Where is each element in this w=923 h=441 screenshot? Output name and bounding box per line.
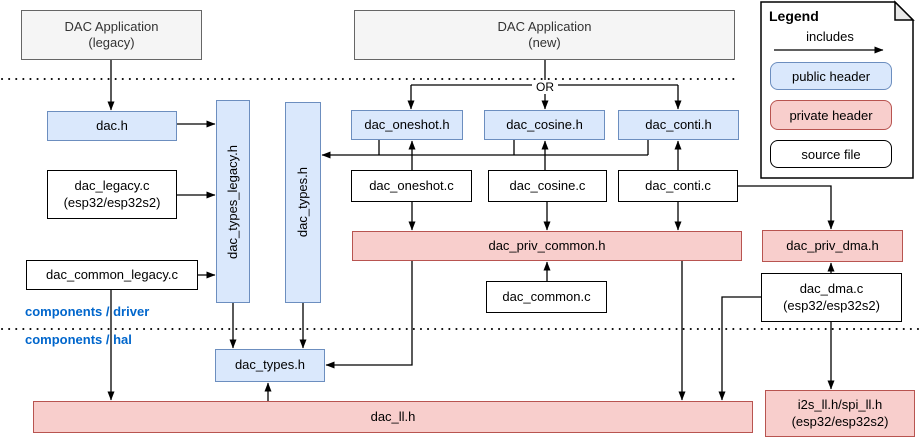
legend-private-header: private header <box>770 100 892 130</box>
node-dac-cosine-c: dac_cosine.c <box>488 170 607 202</box>
node-dac-priv-common-h: dac_priv_common.h <box>352 231 742 261</box>
node-dac-oneshot-h: dac_oneshot.h <box>351 110 463 140</box>
node-dac-dma-c: dac_dma.c(esp32/esp32s2) <box>761 273 902 322</box>
node-dac-ll-h: dac_ll.h <box>33 401 753 433</box>
node-dac-h: dac.h <box>47 111 177 141</box>
legend-includes-label: includes <box>806 29 854 44</box>
or-label: OR <box>532 80 558 94</box>
node-i2s-spi-ll: i2s_ll.h/spi_ll.h(esp32/esp32s2) <box>765 390 915 437</box>
node-dac-types-legacy-h: dac_types_legacy.h <box>216 100 250 303</box>
node-dac-oneshot-c: dac_oneshot.c <box>351 170 472 202</box>
legend-source-file: source file <box>770 140 892 168</box>
node-dac-types-h-hal: dac_types.h <box>215 349 325 382</box>
node-dac-types-h-driver: dac_types.h <box>285 102 321 303</box>
node-dac-priv-dma-h: dac_priv_dma.h <box>762 230 903 262</box>
layer-label-hal: components / hal <box>25 332 132 347</box>
node-dac-common-c: dac_common.c <box>486 281 607 313</box>
node-dac-legacy-c: dac_legacy.c(esp32/esp32s2) <box>47 170 177 219</box>
node-dac-common-legacy-c: dac_common_legacy.c <box>26 260 198 290</box>
legend-public-header: public header <box>770 62 892 90</box>
node-dac-conti-c: dac_conti.c <box>618 170 738 202</box>
layer-label-driver: components / driver <box>25 304 150 319</box>
legend-title: Legend <box>769 8 819 24</box>
node-dac-conti-h: dac_conti.h <box>618 110 739 140</box>
node-dac-application-new: DAC Application(new) <box>354 10 735 60</box>
node-dac-cosine-h: dac_cosine.h <box>484 110 605 140</box>
page-fold-icon <box>894 0 915 21</box>
node-dac-application-legacy: DAC Application(legacy) <box>21 10 202 60</box>
